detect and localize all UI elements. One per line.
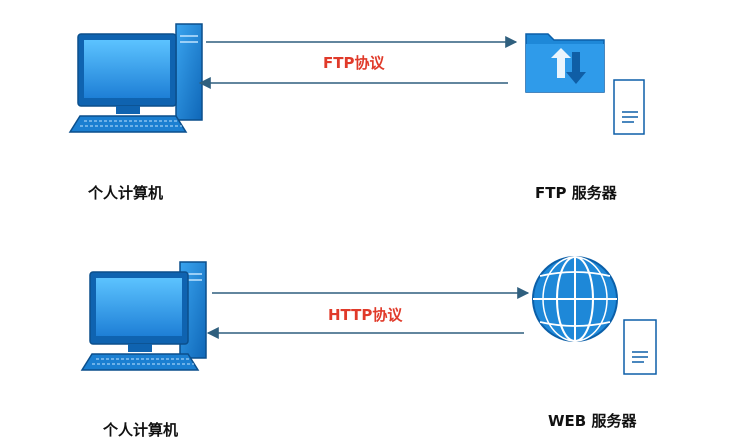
- computer-icon-1: [68, 23, 203, 133]
- client-label-2: 个人计算机: [103, 421, 179, 439]
- server-label-ftp: FTP 服务器: [535, 184, 617, 202]
- ftp-folder-icon: [525, 33, 605, 93]
- computer-icon-2: [80, 261, 207, 371]
- server-icon-2: [623, 319, 657, 375]
- protocol-label-http: HTTP协议: [328, 306, 403, 324]
- server-icon-1: [613, 79, 645, 135]
- protocol-label-ftp: FTP协议: [323, 54, 385, 72]
- globe-icon: [532, 256, 618, 342]
- server-label-web: WEB 服务器: [548, 412, 637, 430]
- client-label-1: 个人计算机: [88, 184, 164, 202]
